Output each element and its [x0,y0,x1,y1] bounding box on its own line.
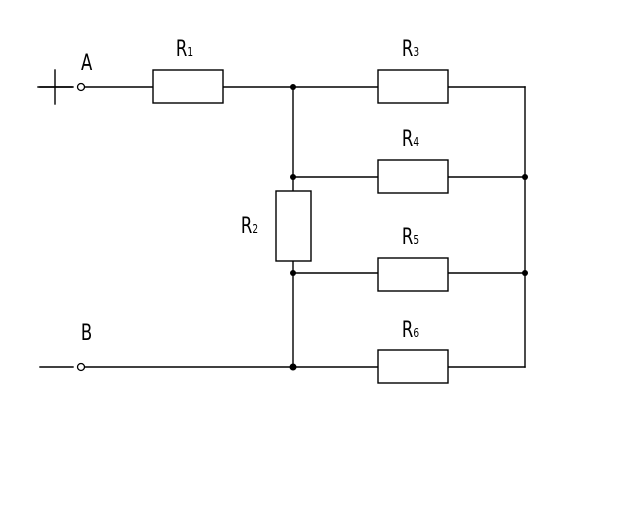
node-left-r6 [289,363,297,371]
labels: A B R1 R2 R3 R4 R5 R6 [81,36,419,346]
resistor-r2 [275,190,312,262]
terminal-b-label: B [81,320,92,346]
node-left-r3 [290,84,296,90]
label-r3: R3 [402,36,419,62]
resistor-r5 [377,257,449,292]
terminal-a-label: A [81,50,93,76]
terminal-a-circle [76,82,86,92]
node-left-r4 [290,174,296,180]
label-r2: R2 [241,213,258,239]
label-r1: R1 [176,36,193,62]
node-right-r5 [522,270,528,276]
label-r4: R4 [402,126,419,152]
terminal-b-circle [76,362,86,372]
terminals [54,69,86,372]
resistor-r1 [152,69,224,104]
resistor-r6 [377,349,449,384]
node-right-r4 [522,174,528,180]
resistors [152,69,449,384]
label-r5: R5 [402,224,419,250]
label-r6: R6 [402,317,419,343]
resistor-r4 [377,159,449,194]
node-left-r5 [290,270,296,276]
junction-nodes [289,84,528,371]
resistor-r3 [377,69,449,104]
